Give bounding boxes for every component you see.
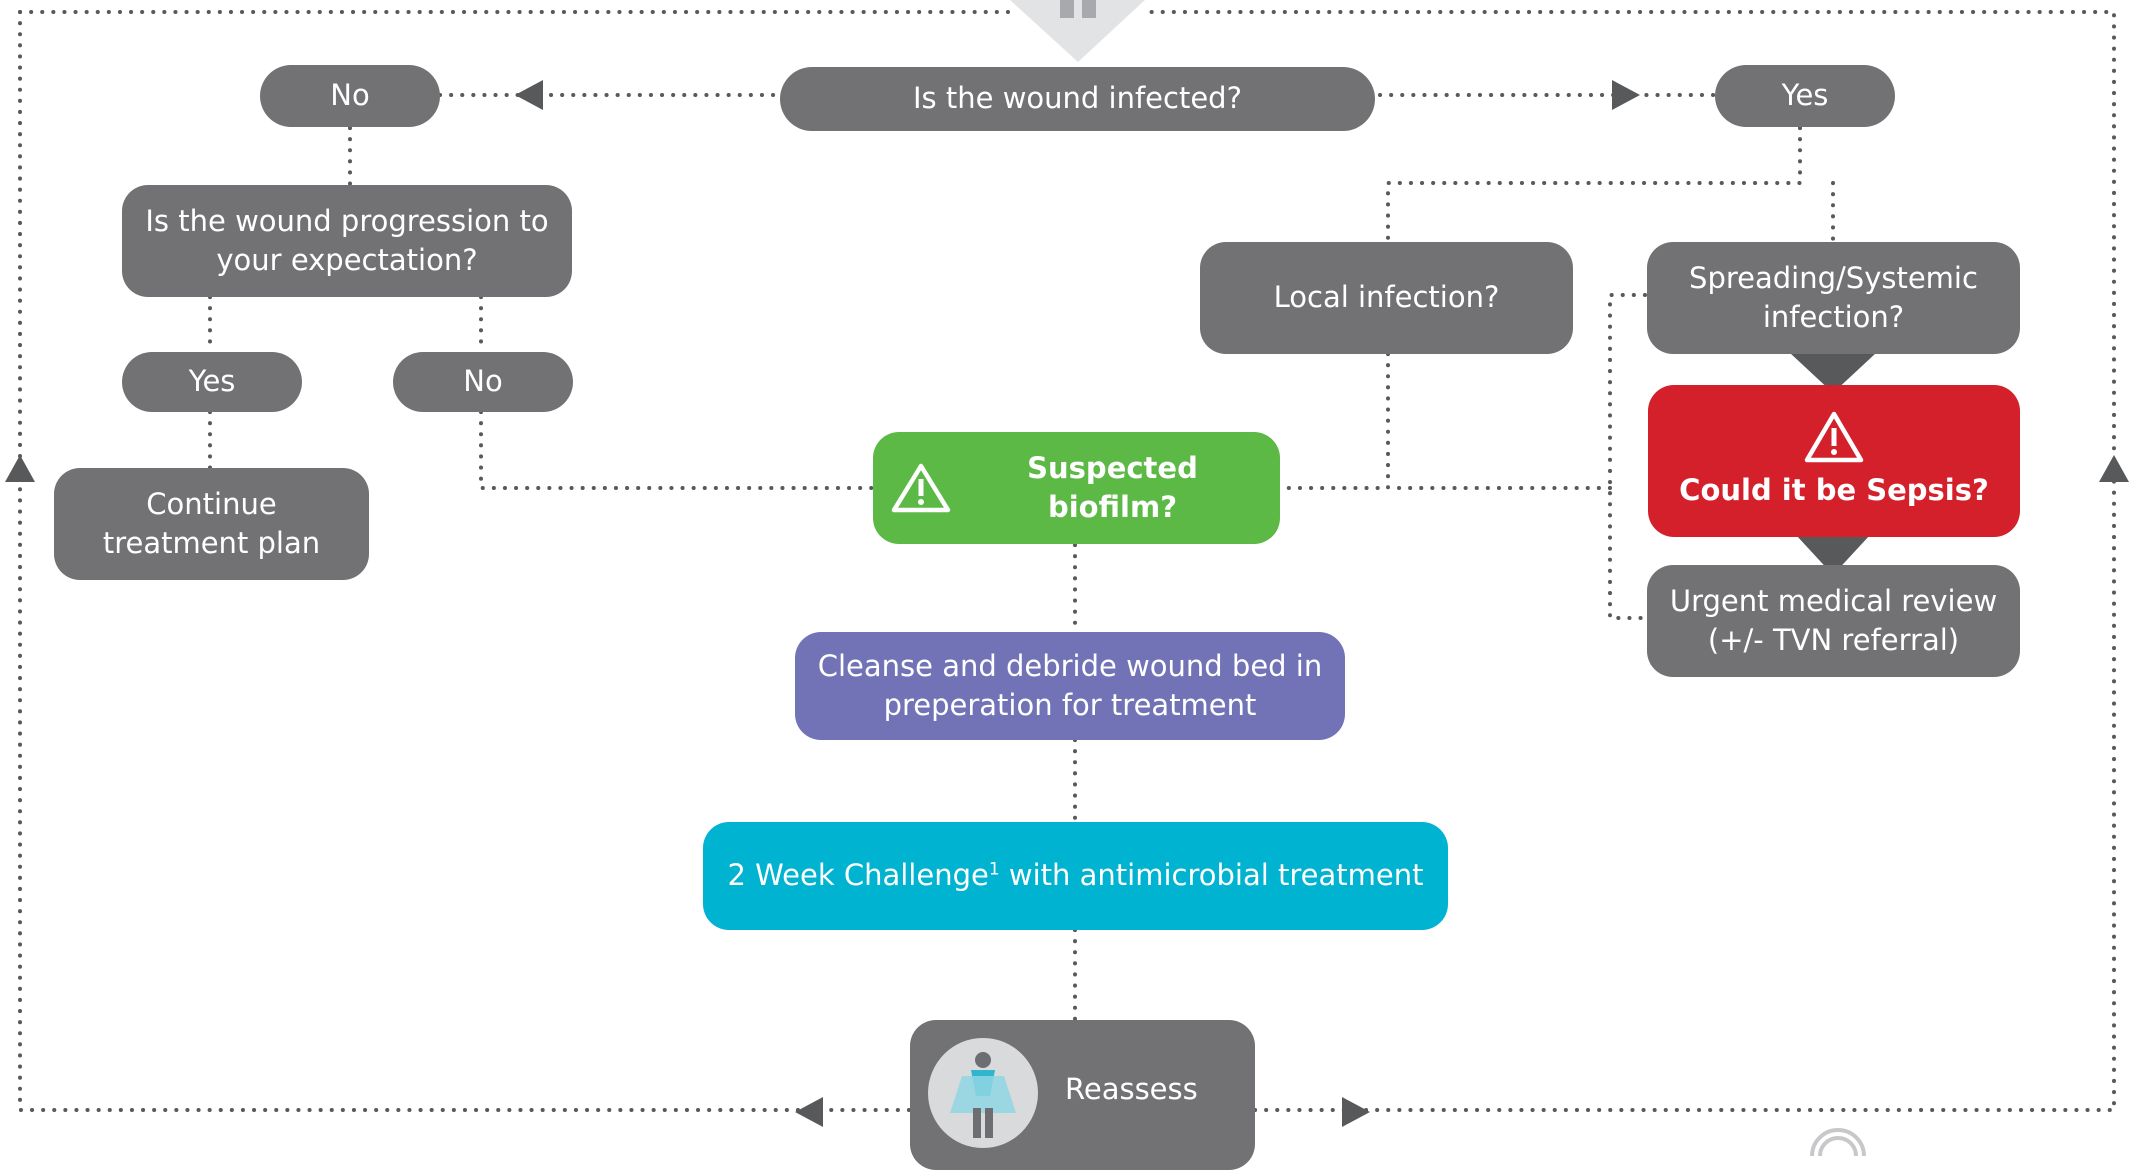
yes-top-node: Yes <box>1715 65 1895 127</box>
arrow-left-icon <box>795 1097 823 1127</box>
brand-logo-icon <box>1808 1128 1868 1158</box>
warning-triangle-icon <box>1804 411 1864 463</box>
top-arrow-shape <box>1010 0 1145 62</box>
warning-triangle-icon <box>891 463 951 513</box>
two-week-challenge-node: 2 Week Challenge1 with antimicrobial tre… <box>703 822 1448 930</box>
arrow-left-icon <box>515 80 543 110</box>
arrow-right-icon <box>1342 1097 1370 1127</box>
person-icon <box>928 1038 1038 1148</box>
arrow-down-icon <box>1796 535 1870 575</box>
sepsis-warning-node: Could it be Sepsis? <box>1648 385 2020 537</box>
arrow-up-icon <box>2099 455 2129 482</box>
challenge-text: 2 Week Challenge1 with antimicrobial tre… <box>727 858 1424 893</box>
wound-progression-question: Is the wound progression to your expecta… <box>122 185 572 297</box>
arrow-down-icon <box>1790 353 1876 393</box>
suspected-biofilm-node: Suspected biofilm? <box>873 432 1280 544</box>
wound-infected-question: Is the wound infected? <box>780 67 1375 131</box>
reassess-node: Reassess <box>910 1020 1255 1170</box>
no-top-node: No <box>260 65 440 127</box>
arrow-right-icon <box>1612 80 1640 110</box>
spreading-infection-question: Spreading/Systemic infection? <box>1647 242 2020 354</box>
yes-left-node: Yes <box>122 352 302 412</box>
continue-treatment-node: Continue treatment plan <box>54 468 369 580</box>
urgent-review-node: Urgent medical review (+/- TVN referral) <box>1647 565 2020 677</box>
cleanse-debride-node: Cleanse and debride wound bed in prepera… <box>795 632 1345 740</box>
no-left-node: No <box>393 352 573 412</box>
local-infection-question: Local infection? <box>1200 242 1573 354</box>
arrow-up-icon <box>5 455 35 482</box>
